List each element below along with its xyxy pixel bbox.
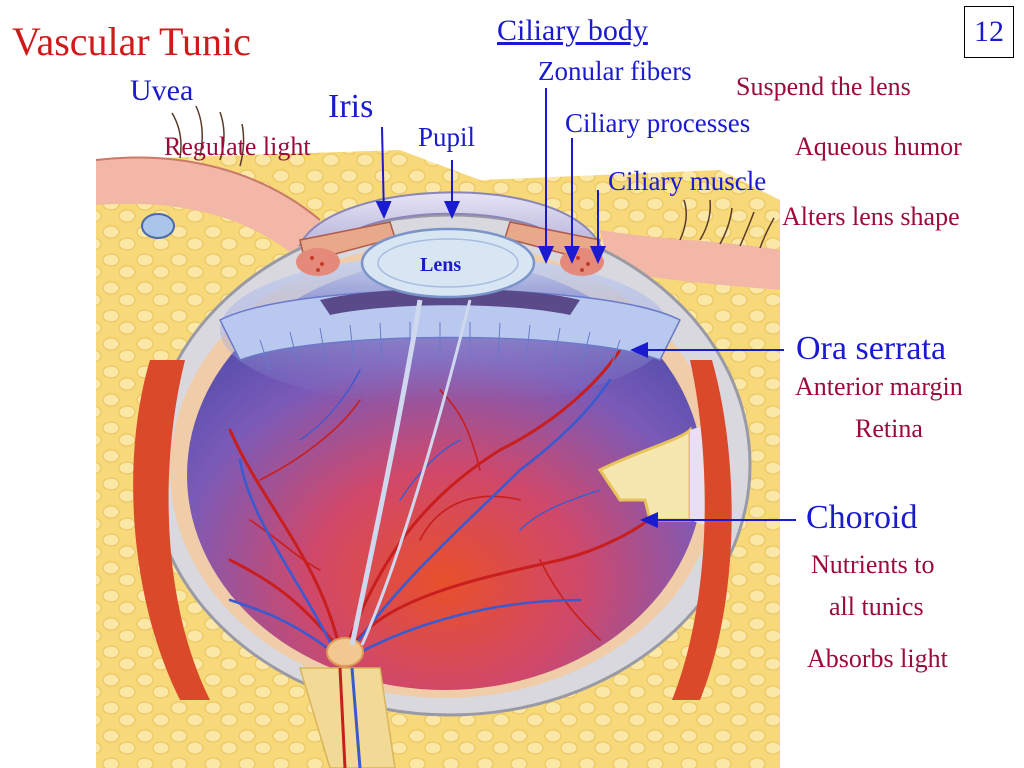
note-absorbs-light: Absorbs light — [807, 644, 948, 673]
slide-number: 12 — [964, 6, 1014, 58]
label-ciliary-muscle: Ciliary muscle — [608, 166, 767, 196]
subtitle-uvea: Uvea — [130, 74, 194, 107]
label-ciliary-body: Ciliary body — [497, 14, 648, 47]
label-lens: Lens — [420, 254, 462, 276]
slide-title: Vascular Tunic — [12, 19, 251, 64]
label-zonular-fibers: Zonular fibers — [538, 56, 692, 86]
note-all-tunics: all tunics — [829, 592, 924, 621]
note-suspend-lens: Suspend the lens — [736, 72, 911, 101]
note-alters-lens-shape: Alters lens shape — [782, 202, 960, 231]
note-nutrients-to: Nutrients to — [811, 550, 935, 579]
label-iris: Iris — [328, 88, 374, 125]
note-regulate-light: Regulate light — [164, 132, 311, 161]
label-ora-serrata: Ora serrata — [796, 330, 947, 367]
note-anterior-margin: Anterior margin — [795, 372, 963, 401]
iris-arrow — [375, 126, 392, 219]
label-pupil: Pupil — [418, 122, 476, 152]
label-choroid: Choroid — [806, 499, 918, 536]
note-aqueous-humor: Aqueous humor — [795, 132, 962, 161]
label-ciliary-processes: Ciliary processes — [565, 108, 751, 138]
note-retina: Retina — [855, 414, 923, 443]
